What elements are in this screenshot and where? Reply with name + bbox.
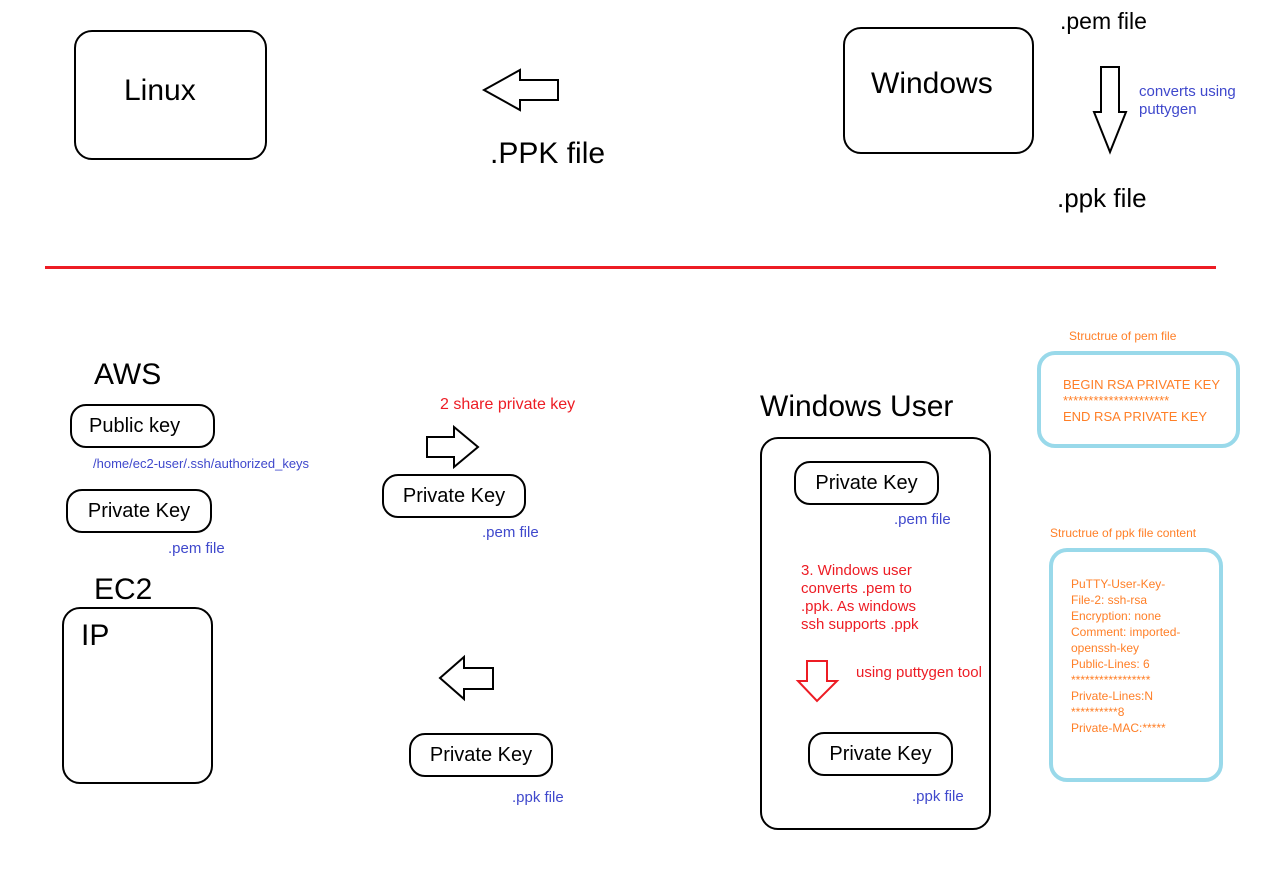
shared-private-key-label: Private Key [402,484,506,507]
puttygen-tool-note: using puttygen tool [856,664,982,681]
returned-private-key-label: Private Key [429,743,533,766]
returned-private-key-box: Private Key [409,733,553,777]
linux-label: Linux [124,74,196,107]
shared-pem-file-label: .pem file [482,524,539,541]
arrow-down-red-icon [795,660,840,703]
pem-file-label-top: .pem file [1060,8,1147,34]
pem-structure-caption: Structrue of pem file [1069,329,1177,343]
windows-private-key-pem-label: Private Key [815,471,918,494]
ppk-file-label-upper: .PPK file [490,137,606,170]
windows-private-key-ppk-box: Private Key [808,732,953,776]
arrow-left-small-icon [438,654,494,702]
step3-conversion-note: 3. Windows user converts .pem to .ppk. A… [801,562,919,633]
ppk-structure-box: PuTTY-User-Key- File-2: ssh-rsa Encrypti… [1049,548,1223,782]
arrow-left-icon [481,68,559,112]
ec2-title: EC2 [94,573,153,606]
arrow-right-icon [426,424,480,470]
aws-title: AWS [94,358,162,391]
windows-pem-file-label: .pem file [894,511,951,528]
windows-user-box [760,437,991,830]
ppk-file-label-lower: .ppk file [1057,183,1147,213]
section-divider [45,266,1216,269]
linux-box: Linux [74,30,267,160]
windows-label: Windows [871,67,993,100]
ppk-structure-caption: Structrue of ppk file content [1050,526,1197,540]
pem-structure-box: BEGIN RSA PRIVATE KEY ******************… [1037,351,1240,448]
windows-ppk-file-label: .ppk file [912,788,964,805]
windows-private-key-pem-box: Private Key [794,461,939,505]
converts-using-puttygen-note: converts using puttygen [1139,83,1236,118]
pem-structure-lines: BEGIN RSA PRIVATE KEY ******************… [1063,377,1221,424]
aws-pem-file-label: .pem file [168,540,225,557]
aws-private-key-label: Private Key [87,499,191,522]
ec2-box: IP [62,607,213,784]
windows-user-title: Windows User [760,390,954,423]
shared-private-key-box: Private Key [382,474,526,518]
aws-private-key-box: Private Key [66,489,212,533]
authorized-keys-path: /home/ec2-user/.ssh/authorized_keys [93,456,310,471]
windows-box: Windows [843,27,1034,154]
arrow-down-icon [1092,66,1128,155]
public-key-label: Public key [89,414,181,437]
returned-ppk-file-label: .ppk file [512,789,564,806]
share-private-key-step: 2 share private key [440,396,576,413]
public-key-box: Public key [70,404,215,448]
windows-private-key-ppk-label: Private Key [829,742,932,765]
ppk-structure-lines: PuTTY-User-Key- File-2: ssh-rsa Encrypti… [1071,577,1181,735]
ip-label: IP [81,619,110,652]
